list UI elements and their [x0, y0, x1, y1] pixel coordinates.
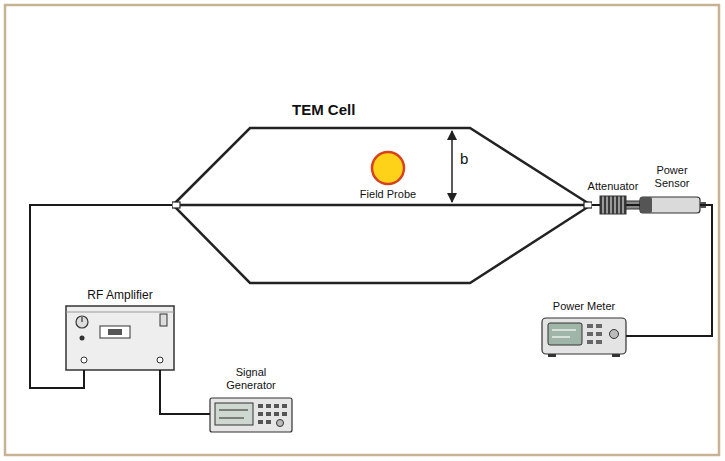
cable — [592, 204, 600, 206]
node-label: Power Sensor — [647, 164, 697, 190]
septum — [178, 204, 586, 207]
cable — [626, 204, 640, 206]
rf-amplifier-symbol — [66, 306, 174, 370]
probe-circle — [348, 150, 428, 186]
cable — [626, 205, 712, 336]
port-connector — [584, 202, 592, 208]
cable — [160, 370, 210, 414]
dimension-arrow — [451, 131, 453, 202]
probe-circle — [372, 152, 404, 184]
node-label: Power Meter — [553, 300, 615, 313]
frame-border — [5, 5, 719, 455]
power-sensor: Power Sensor — [636, 162, 708, 216]
node-label: RF Amplifier — [87, 288, 152, 302]
attenuator-symbol — [600, 196, 640, 214]
signal-generator-symbol — [210, 398, 292, 432]
power-sensor-symbol — [640, 197, 706, 213]
node-label: Signal Generator — [219, 366, 283, 392]
tem-cell: Field Probe TEM Cell — [172, 95, 592, 285]
cable — [30, 205, 172, 388]
tem-cell-outline — [173, 128, 591, 283]
signal-generator: Signal Generator — [204, 364, 298, 434]
node-label: Field Probe — [360, 188, 416, 201]
power-meter: Power Meter — [538, 300, 630, 356]
field-probe: Field Probe — [348, 150, 428, 202]
attenuator: Attenuator — [584, 178, 642, 218]
dimension-label: b — [460, 150, 468, 167]
port-connector — [172, 202, 180, 208]
node-label: TEM Cell — [292, 101, 355, 119]
rf-amplifier: RF Amplifier — [62, 286, 178, 372]
power-meter-symbol — [542, 318, 626, 357]
node-label: Attenuator — [588, 180, 639, 193]
